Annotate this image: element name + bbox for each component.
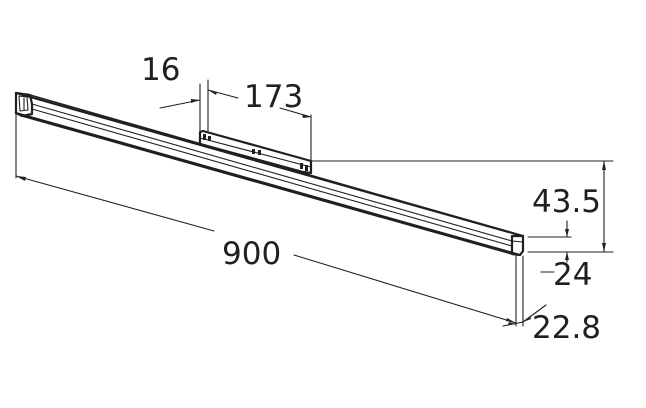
dimension-173	[159, 79, 312, 162]
dimension-900	[15, 112, 517, 327]
dimension-43-5-label: 43.5	[532, 184, 601, 220]
profile-bar	[14, 91, 525, 257]
dimension-22-8-label: 22.8	[532, 310, 601, 346]
dimension-24-label: 24	[553, 257, 592, 293]
dimension-900-label: 900	[222, 236, 281, 272]
dimension-43-5	[310, 160, 614, 253]
dimension-173-label: 173	[244, 79, 303, 115]
dimension-22-8	[502, 255, 547, 327]
dimension-16-label: 16	[141, 52, 180, 88]
connector	[198, 129, 313, 175]
dimension-24	[527, 220, 572, 273]
